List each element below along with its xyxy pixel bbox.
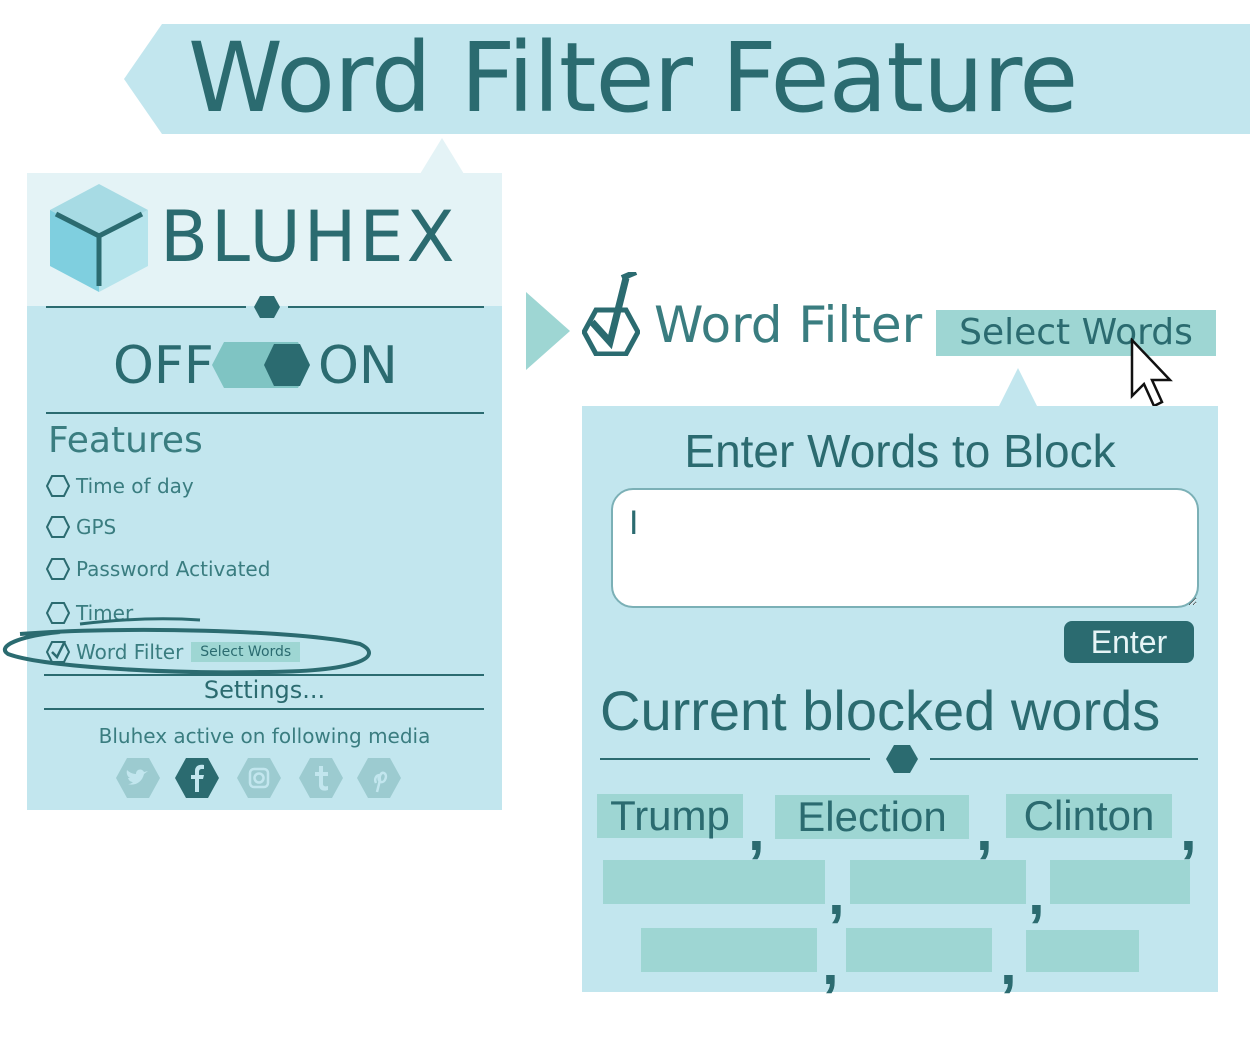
- enter-words-label: Enter Words to Block: [684, 425, 1116, 477]
- blocked-word-chip[interactable]: Trump: [597, 794, 743, 838]
- off-label: OFF: [113, 336, 214, 396]
- tumblr-icon[interactable]: [299, 758, 343, 798]
- hexagon-checked-icon[interactable]: [46, 641, 70, 663]
- empty-word-slot: [1026, 930, 1139, 972]
- blocked-words-heading: Current blocked words: [600, 679, 1161, 742]
- settings-link[interactable]: Settings...: [203, 676, 326, 704]
- feature-gps[interactable]: GPS: [46, 515, 116, 539]
- feature-label: GPS: [76, 515, 117, 539]
- divider: [46, 412, 484, 414]
- empty-word-slot: [850, 860, 1026, 904]
- divider: [44, 674, 484, 676]
- comma-separator: ,: [748, 796, 765, 863]
- divider-left: [46, 306, 246, 308]
- instagram-icon[interactable]: [237, 758, 281, 798]
- hexagon-divider-icon: [254, 296, 280, 318]
- comma-separator: ,: [828, 860, 845, 927]
- empty-word-slot: [603, 860, 825, 904]
- enter-button[interactable]: Enter: [1064, 621, 1194, 663]
- divider-left: [600, 758, 870, 760]
- hexagon-checkbox-icon[interactable]: [46, 602, 70, 624]
- blocked-word-chip[interactable]: Election: [775, 795, 969, 839]
- word-filter-title: Word Filter: [654, 296, 923, 354]
- feature-password-activated[interactable]: Password Activated: [46, 557, 270, 581]
- mouse-cursor-icon: [1130, 338, 1173, 408]
- words-to-block-input[interactable]: I: [611, 488, 1199, 608]
- hexagon-checkbox-icon[interactable]: [46, 475, 70, 497]
- brand-name: BLUHEX: [160, 196, 458, 278]
- active-media-label: Bluhex active on following media: [98, 724, 431, 748]
- facebook-icon[interactable]: [175, 758, 219, 798]
- select-words-small-button[interactable]: Select Words: [191, 642, 301, 662]
- divider: [44, 708, 484, 710]
- on-label: ON: [318, 336, 398, 396]
- hexagon-checkbox-icon[interactable]: [46, 558, 70, 580]
- comma-separator: ,: [822, 930, 839, 997]
- feature-label: Password Activated: [76, 557, 271, 581]
- hexagon-checkbox-icon[interactable]: [46, 516, 70, 538]
- word-filter-check-icon: [582, 272, 640, 356]
- bluhex-cube-logo: [50, 184, 148, 292]
- pinterest-icon[interactable]: [357, 758, 401, 798]
- empty-word-slot: [1050, 860, 1190, 904]
- highlight-ellipse: [3, 617, 372, 675]
- comma-separator: ,: [1000, 930, 1017, 997]
- page-title: Word Filter Feature: [188, 22, 1078, 134]
- features-heading: Features: [48, 420, 203, 461]
- blocked-word-chip[interactable]: Clinton: [1006, 794, 1172, 838]
- twitter-icon[interactable]: [116, 758, 160, 798]
- feature-label: Word Filter: [76, 640, 184, 664]
- panel-pointer: [420, 138, 464, 174]
- comma-separator: ,: [1180, 796, 1197, 863]
- feature-label: Time of day: [76, 474, 194, 498]
- empty-word-slot: [846, 928, 992, 972]
- feature-word-filter[interactable]: Word Filter Select Words: [46, 640, 301, 664]
- select-words-button[interactable]: Select Words: [936, 310, 1216, 356]
- comma-separator: ,: [976, 796, 993, 863]
- arrow-right-icon: [526, 292, 570, 370]
- comma-separator: ,: [1028, 860, 1045, 927]
- divider-right: [930, 758, 1198, 760]
- empty-word-slot: [641, 928, 817, 972]
- divider-right: [288, 306, 484, 308]
- power-toggle[interactable]: [212, 342, 310, 388]
- popup-pointer: [998, 368, 1038, 408]
- title-banner: [124, 24, 1250, 134]
- feature-time-of-day[interactable]: Time of day: [46, 474, 194, 498]
- hexagon-divider-icon: [886, 745, 918, 773]
